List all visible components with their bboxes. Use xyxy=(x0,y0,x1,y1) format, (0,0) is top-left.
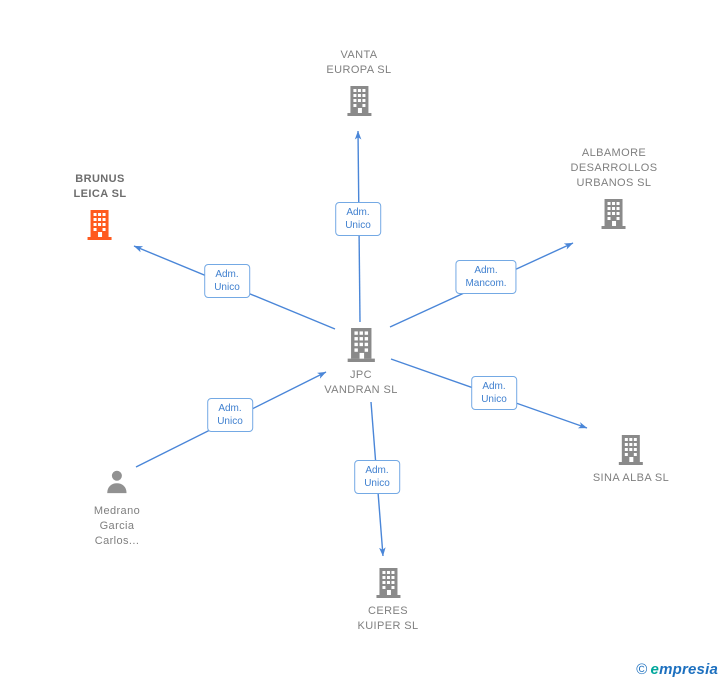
label-line: LEICA SL xyxy=(73,188,127,200)
building-icon xyxy=(88,210,112,240)
edge-label-medrano-jpc: Adm. Unico xyxy=(207,398,253,432)
building-icon xyxy=(347,86,371,116)
label-line: VANTA xyxy=(340,49,378,61)
node-label: ALBAMORE DESARROLLOS URBANOS SL xyxy=(571,146,658,191)
label-line: KUIPER SL xyxy=(357,620,419,632)
label-line: BRUNUS xyxy=(75,173,125,185)
edge-label-jpc-vanta: Adm. Unico xyxy=(335,202,381,236)
node-sina-alba-sl[interactable]: SINA ALBA SL xyxy=(593,435,669,486)
node-label: JPC VANDRAN SL xyxy=(324,368,397,398)
edge-label-jpc-ceres: Adm. Unico xyxy=(354,460,400,494)
node-label: SINA ALBA SL xyxy=(593,471,669,486)
building-icon xyxy=(375,568,400,598)
edge-label-line: Unico xyxy=(481,394,507,405)
building-icon xyxy=(618,435,643,465)
node-label: BRUNUS LEICA SL xyxy=(74,172,127,202)
node-label: Medrano Garcia Carlos... xyxy=(94,504,140,549)
label-line: VANDRAN SL xyxy=(324,384,398,396)
person-icon xyxy=(107,470,127,494)
label-line: JPC xyxy=(350,369,372,381)
edge-label-line: Adm. xyxy=(482,381,506,392)
label-line: Medrano xyxy=(93,505,141,517)
label-line: ALBAMORE xyxy=(581,147,647,159)
label-line: Carlos... xyxy=(94,535,140,547)
label-line: DESARROLLOS xyxy=(570,162,658,174)
brand-rest: mpresia xyxy=(659,661,718,678)
empresia-logo[interactable]: ©empresia xyxy=(636,661,718,678)
brand-text: empresia xyxy=(651,661,718,678)
node-label: VANTA EUROPA SL xyxy=(326,48,391,78)
edge-label-line: Unico xyxy=(364,478,390,489)
edge-label-line: Unico xyxy=(214,282,240,293)
building-icon xyxy=(347,328,375,362)
edge-label-line: Adm. xyxy=(365,465,389,476)
edge-label-jpc-albamore: Adm. Mancom. xyxy=(455,260,517,294)
edge-label-line: Unico xyxy=(217,416,243,427)
node-jpc-vandran-sl[interactable]: JPC VANDRAN SL xyxy=(324,328,397,398)
label-line: URBANOS SL xyxy=(576,177,652,189)
brand-first-letter: e xyxy=(650,661,660,678)
node-medrano-garcia-carlos[interactable]: Medrano Garcia Carlos... xyxy=(94,469,140,549)
edge-label-line: Adm. xyxy=(474,265,498,276)
edge-label-line: Mancom. xyxy=(465,278,507,289)
node-brunus-leica-sl[interactable]: BRUNUS LEICA SL xyxy=(74,172,127,240)
label-line: EUROPA SL xyxy=(326,64,392,76)
node-albamore-desarrollos-urbanos-sl[interactable]: ALBAMORE DESARROLLOS URBANOS SL xyxy=(571,146,658,229)
edge-label-jpc-sina: Adm. Unico xyxy=(471,376,517,410)
edge-label-line: Adm. xyxy=(218,403,242,414)
edge-label-jpc-brunus: Adm. Unico xyxy=(204,264,250,298)
node-ceres-kuiper-sl[interactable]: CERES KUIPER SL xyxy=(357,568,418,634)
label-line: Garcia xyxy=(99,520,135,532)
label-line: SINA ALBA SL xyxy=(592,472,670,484)
building-icon xyxy=(602,199,626,229)
edge-label-line: Adm. xyxy=(346,207,370,218)
node-vanta-europa-sl[interactable]: VANTA EUROPA SL xyxy=(326,48,391,116)
node-label: CERES KUIPER SL xyxy=(357,604,418,634)
copyright-symbol: © xyxy=(636,661,648,678)
edge-label-line: Adm. xyxy=(215,269,239,280)
edge-label-line: Unico xyxy=(345,220,371,231)
label-line: CERES xyxy=(368,605,408,617)
